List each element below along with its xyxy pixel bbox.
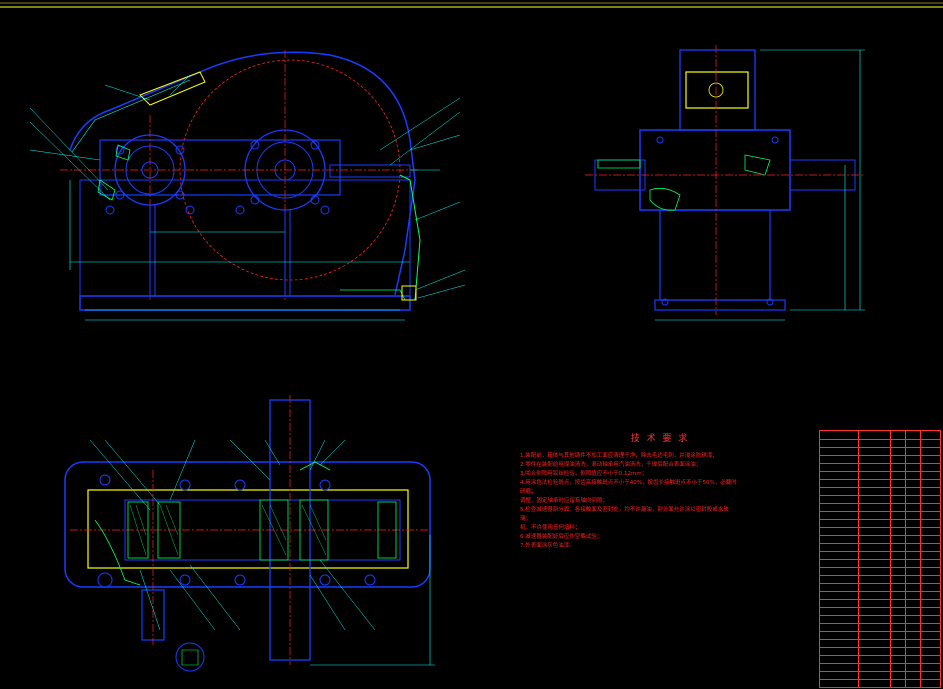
note-line: 研磨； — [520, 489, 537, 495]
note-line: 2.零件在装配前用煤油清洗，滚动轴承用汽油清洗，干燥后配合表面涂油； — [520, 462, 702, 468]
note-line: 璃； — [520, 516, 532, 522]
top-section-view — [64, 395, 435, 672]
bom-row — [820, 471, 940, 480]
bom-row — [820, 551, 940, 560]
bom-column-divider — [920, 431, 921, 687]
technical-requirements-title: 技 术 要 求 — [630, 434, 690, 444]
note-line: 调整、固定轴承时应留有轴向间隙； — [520, 498, 609, 504]
bom-row — [820, 615, 940, 624]
bom-row — [820, 583, 940, 592]
note-line: 5.检查减速器剖分面、各接触面及密封处，均不许漏油，剖分面允许涂以密封胶或水玻 — [520, 507, 729, 513]
bom-row — [820, 575, 940, 584]
note-line: 6.减速器装配好后应作空载试验； — [520, 534, 603, 540]
bom-row — [820, 503, 940, 512]
bom-row — [820, 655, 940, 664]
bill-of-materials — [819, 430, 941, 688]
bom-row — [820, 495, 940, 504]
bom-row — [820, 679, 940, 688]
note-line: 7.外表面涂灰色油漆。 — [520, 543, 575, 549]
bom-row — [820, 663, 940, 672]
front-view — [29, 50, 466, 321]
bom-column-divider — [858, 431, 859, 687]
side-view — [585, 45, 865, 321]
bom-row — [820, 447, 940, 456]
bom-row — [820, 527, 940, 536]
bom-row — [820, 535, 940, 544]
bom-row — [820, 559, 940, 568]
bom-row — [820, 591, 940, 600]
bom-row — [820, 567, 940, 576]
bom-row — [820, 631, 940, 640]
bom-column-divider — [905, 431, 906, 687]
bom-row — [820, 639, 940, 648]
bom-row — [820, 519, 940, 528]
note-line: 1.装配前，箱体与其他铸件不加工面应清理干净，除去毛边毛刺，并浸涂防锈漆； — [520, 453, 718, 459]
bom-row — [820, 647, 940, 656]
bom-row — [820, 455, 940, 464]
bom-row — [820, 431, 940, 440]
bom-row — [820, 671, 940, 680]
bom-row — [820, 439, 940, 448]
note-line: 3.啮合侧隙用铅丝检验，侧隙值应不小于0.12mm； — [520, 471, 648, 477]
bom-row — [820, 511, 940, 520]
bom-row — [820, 487, 940, 496]
bom-row — [820, 543, 940, 552]
note-line: 机，不许使用任何填料； — [520, 525, 581, 531]
bom-row — [820, 463, 940, 472]
bom-row — [820, 623, 940, 632]
bom-column-divider — [890, 431, 891, 687]
bom-row — [820, 479, 940, 488]
bom-row — [820, 599, 940, 608]
technical-requirements: 技 术 要 求 1.装配前，箱体与其他铸件不加工面应清理干净，除去毛边毛刺，并浸… — [520, 435, 800, 551]
drawing-frame — [0, 2, 943, 8]
bom-row — [820, 607, 940, 616]
note-line: 4.用涂色法检验斑点，按齿高接触斑点不小于40%，按齿长接触斑点不小于50%，必… — [520, 480, 737, 486]
